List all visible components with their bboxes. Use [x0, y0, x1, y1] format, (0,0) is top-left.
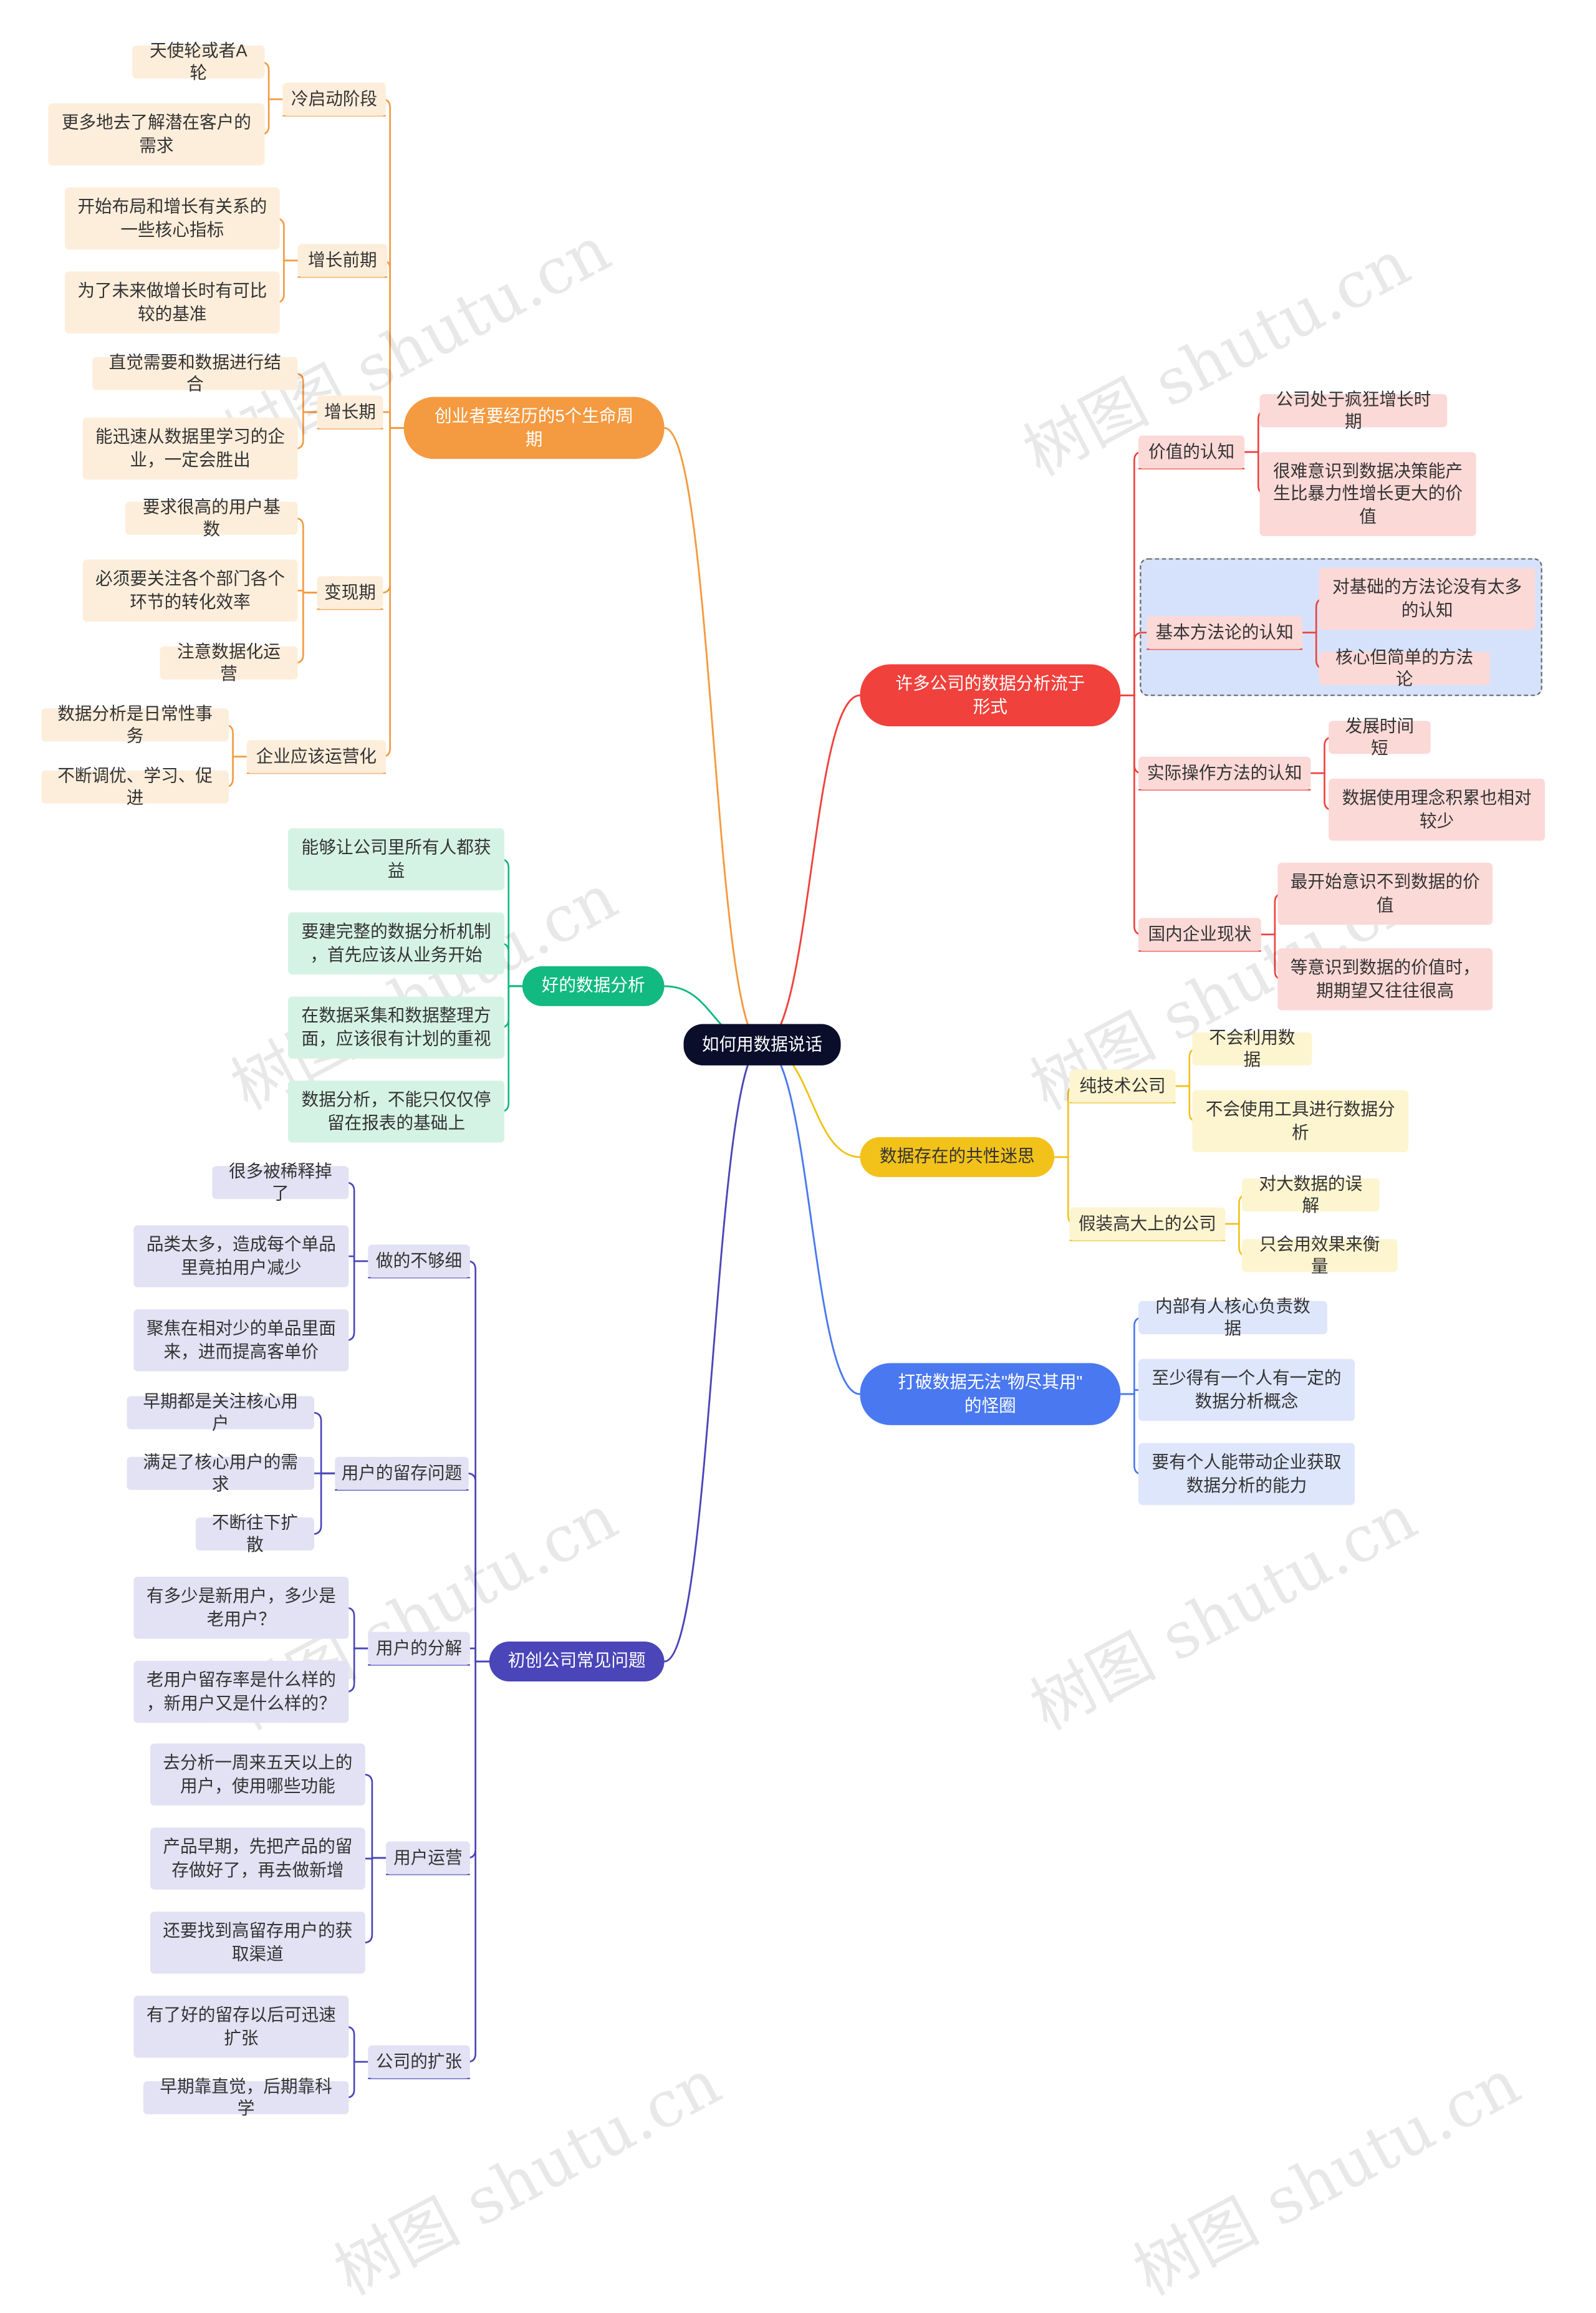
branch-b4[interactable]: 许多公司的数据分析流于 形式: [860, 664, 1121, 727]
leaf-b3-3-0[interactable]: 去分析一周来五天以上的 用户，使用哪些功能: [150, 1743, 365, 1806]
leaf-b3-1-2[interactable]: 不断往下扩散: [195, 1513, 315, 1555]
leaf-b1-2-1[interactable]: 能迅速从数据里学习的企 业，一定会胜出: [82, 417, 298, 480]
leaf-b1-1-1[interactable]: 为了未来做增长时有可比 较的基准: [64, 271, 280, 334]
leaf-b4-1-0[interactable]: 对基础的方法论没有太多 的认知: [1319, 567, 1536, 630]
leaf-b5-1-1[interactable]: 只会用效果来衡量: [1241, 1234, 1398, 1276]
leaf-b3-1-0[interactable]: 早期都是关注核心用户: [127, 1392, 315, 1433]
leaf-b4-3-1[interactable]: 等意识到数据的价值时， 期期望又往往很高: [1277, 948, 1493, 1011]
leaf-b3-2-0[interactable]: 有多少是新用户，多少是 老用户？: [133, 1577, 349, 1639]
node-b2-3[interactable]: 数据分析，不能只仅仅停 留在报表的基础上: [288, 1080, 505, 1143]
node-b1-4[interactable]: 企业应该运营化: [246, 740, 386, 774]
child-links-b4: [1120, 632, 1147, 696]
node-b6-1[interactable]: 至少得有一个人有一定的 数据分析概念: [1138, 1358, 1355, 1421]
child-links-b3: [467, 1660, 489, 1859]
branch-link-b4: [762, 694, 860, 1046]
branch-link-b1: [664, 426, 762, 1046]
node-b1-0[interactable]: 冷启动阶段: [282, 82, 386, 116]
leaf-links-b3-1: [312, 1411, 335, 1474]
branch-b5[interactable]: 数据存在的共性迷思: [860, 1137, 1055, 1177]
node-b3-4[interactable]: 公司的扩张: [368, 2045, 470, 2079]
child-links-b4: [1120, 451, 1143, 696]
leaf-b1-1-0[interactable]: 开始布局和增长有关系的 一些核心指标: [64, 187, 280, 250]
leaf-b1-3-0[interactable]: 要求很高的用户基数: [125, 498, 298, 539]
leaf-b5-0-0[interactable]: 不会利用数据: [1192, 1028, 1312, 1070]
child-links-b3: [469, 1647, 489, 1663]
leaf-links-b1-3: [295, 592, 317, 664]
leaf-b3-0-0[interactable]: 很多被稀释掉了: [212, 1161, 349, 1203]
leaf-b4-0-1[interactable]: 很难意识到数据决策能产 生比暴力性增长更大的价 值: [1259, 452, 1476, 536]
leaf-b4-2-1[interactable]: 数据使用理念积累也相对 较少: [1329, 779, 1546, 841]
node-b3-2[interactable]: 用户的分解: [368, 1632, 470, 1665]
node-b2-1[interactable]: 要建完整的数据分析机制 ，首先应该从业务开始: [288, 912, 505, 974]
leaf-links-b3-3: [363, 1857, 386, 1944]
leaf-b5-1-0[interactable]: 对大数据的误解: [1241, 1174, 1380, 1216]
node-b6-0[interactable]: 内部有人核心负责数据: [1138, 1297, 1327, 1339]
leaf-b3-1-1[interactable]: 满足了核心用户的需求: [127, 1453, 315, 1494]
leaf-b1-0-0[interactable]: 天使轮或者A轮: [132, 41, 265, 83]
branch-link-b6: [762, 1044, 860, 1395]
leaf-b1-4-1[interactable]: 不断调优、学习、促进: [41, 766, 229, 807]
leaf-b3-3-1[interactable]: 产品早期，先把产品的留 存做好了，再去做新增: [150, 1827, 365, 1890]
branch-b6[interactable]: 打破数据无法"物尽其用" 的怪圈: [860, 1363, 1121, 1425]
child-links-b3: [467, 1472, 489, 1663]
node-b3-0[interactable]: 做的不够细: [368, 1244, 470, 1278]
child-links-b4: [1120, 694, 1143, 936]
node-b4-2[interactable]: 实际操作方法的认知: [1138, 756, 1311, 790]
leaf-b1-3-2[interactable]: 注意数据化运营: [160, 642, 298, 684]
leaf-b3-4-0[interactable]: 有了好的留存以后可迅速 扩张: [133, 1996, 349, 2058]
leaf-links-b3-2: [345, 1607, 368, 1650]
node-b4-1[interactable]: 基本方法论的认知: [1147, 616, 1303, 650]
leaf-b4-0-0[interactable]: 公司处于疯狂增长时期: [1259, 390, 1448, 431]
branch-b1[interactable]: 创业者要经历的5个生命周 期: [403, 397, 665, 459]
leaf-links-b1-2: [295, 411, 317, 450]
leaf-b5-0-1[interactable]: 不会使用工具进行数据分 析: [1192, 1090, 1409, 1153]
leaf-b1-4-0[interactable]: 数据分析是日常性事务: [41, 704, 229, 746]
leaf-links-b3-0: [345, 1181, 368, 1262]
leaf-links-b3-3: [363, 1773, 386, 1859]
node-b3-3[interactable]: 用户运营: [385, 1841, 470, 1875]
leaf-links-b1-3: [295, 517, 317, 594]
leaf-b3-3-2[interactable]: 还要找到高留存用户的获 取渠道: [150, 1911, 365, 1974]
leaf-b3-0-1[interactable]: 品类太多，造成每个单品 里竟拍用户减少: [133, 1225, 349, 1287]
leaf-b1-2-0[interactable]: 直觉需要和数据进行结合: [92, 352, 298, 394]
leaf-links-b3-4: [345, 2061, 368, 2099]
leaf-b1-0-1[interactable]: 更多地去了解潜在客户的 需求: [48, 103, 265, 166]
leaf-b4-3-0[interactable]: 最开始意识不到数据的价 值: [1277, 862, 1493, 925]
node-b5-0[interactable]: 纯技术公司: [1069, 1069, 1176, 1103]
leaf-b3-0-2[interactable]: 聚焦在相对少的单品里面 来，进而提高客单价: [133, 1309, 349, 1372]
node-b5-1[interactable]: 假装高大上的公司: [1069, 1207, 1226, 1241]
leaf-b3-4-1[interactable]: 早期靠直觉，后期靠科学: [143, 2077, 349, 2118]
leaf-b1-3-1[interactable]: 必须要关注各个部门各个 环节的转化效率: [82, 559, 298, 622]
leaf-b4-2-0[interactable]: 发展时间短: [1329, 716, 1431, 758]
node-b1-1[interactable]: 增长前期: [297, 244, 388, 277]
node-b3-1[interactable]: 用户的留存问题: [335, 1456, 469, 1490]
leaf-links-b3-4: [345, 2026, 368, 2063]
branch-b3[interactable]: 初创公司常见问题: [489, 1641, 665, 1682]
leaf-links-b3-1: [312, 1472, 335, 1535]
node-b4-0[interactable]: 价值的认知: [1138, 435, 1245, 469]
node-b4-3[interactable]: 国内企业现状: [1138, 918, 1261, 951]
child-links-b1: [382, 427, 404, 594]
leaf-links-b1-2: [295, 372, 317, 413]
leaf-links-b3-0: [345, 1260, 368, 1342]
root-node[interactable]: 如何用数据说话: [683, 1024, 841, 1065]
child-links-b1: [383, 411, 404, 429]
leaf-b3-2-1[interactable]: 老用户留存率是什么样的 ，新用户又是什么样的？: [133, 1660, 349, 1723]
leaf-b4-1-1[interactable]: 核心但简单的方法论: [1319, 647, 1490, 689]
leaf-links-b3-2: [345, 1647, 368, 1693]
node-b2-2[interactable]: 在数据采集和数据整理方 面，应该很有计划的重视: [288, 996, 505, 1059]
node-b1-2[interactable]: 增长期: [317, 395, 383, 429]
branch-b2[interactable]: 好的数据分析: [522, 966, 665, 1006]
child-links-b3: [467, 1260, 489, 1663]
child-links-b1: [382, 259, 404, 429]
branch-link-b3: [664, 1044, 762, 1663]
node-b6-2[interactable]: 要有个人能带动企业获取 数据分析的能力: [1138, 1443, 1355, 1506]
node-b2-0[interactable]: 能够让公司里所有人都获 益: [288, 828, 505, 891]
node-b1-3[interactable]: 变现期: [317, 576, 383, 610]
child-links-b3: [467, 1660, 489, 2063]
